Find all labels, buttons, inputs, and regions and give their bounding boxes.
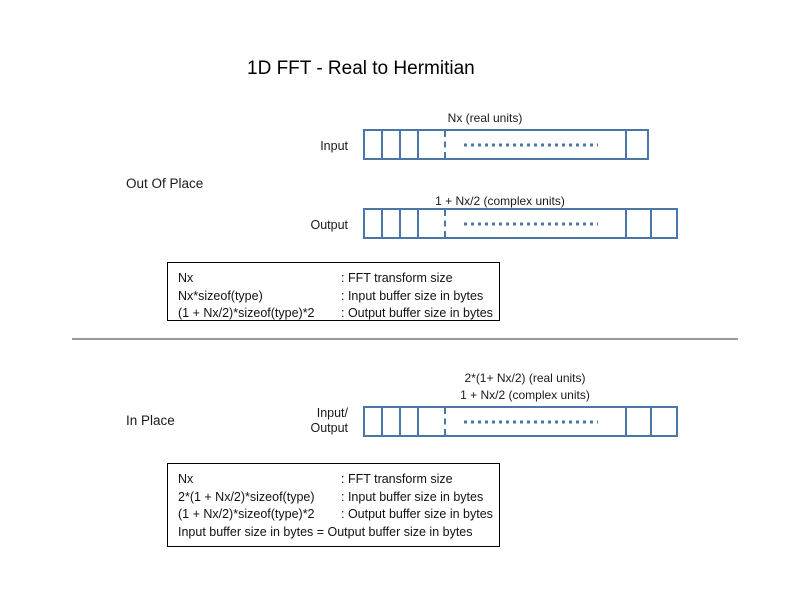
out-of-place-note-box: Nx : FFT transform size Nx*sizeof(type) … (167, 262, 500, 321)
input-buffer-caption: Nx (real units) (447, 111, 523, 125)
note-definition: : Output buffer size in bytes (341, 507, 493, 521)
cell-divider (399, 131, 401, 158)
note-line: (1 + Nx/2)*sizeof(type)*2 : Output buffe… (178, 305, 499, 323)
note-definition: : Output buffer size in bytes (341, 306, 493, 320)
cell-divider-dashed (444, 210, 446, 237)
output-buffer-caption: 1 + Nx/2 (complex units) (435, 194, 565, 208)
section-label-in-place: In Place (126, 413, 175, 428)
cell-divider (381, 131, 383, 158)
inplace-buffer-caption-complex: 1 + Nx/2 (complex units) (460, 388, 590, 402)
ellipsis-dots (464, 222, 598, 225)
cell-divider (625, 408, 627, 435)
note-term: Nx*sizeof(type) (178, 288, 263, 303)
inplace-row-label: Input/ Output (248, 406, 348, 436)
note-term: (1 + Nx/2)*sizeof(type)*2 (178, 507, 315, 521)
cell-divider (417, 408, 419, 435)
inplace-buffer-bar (363, 406, 678, 437)
cell-divider (381, 408, 383, 435)
output-buffer-bar (363, 208, 678, 239)
input-row-label: Input (320, 139, 348, 153)
inplace-row-label-line1: Input/ (316, 406, 348, 420)
note-line: 2*(1 + Nx/2)*sizeof(type) : Input buffer… (178, 489, 499, 507)
note-definition: : Input buffer size in bytes (341, 489, 484, 504)
note-definition: : Input buffer size in bytes (341, 288, 484, 303)
section-label-out-of-place: Out Of Place (126, 176, 204, 191)
in-place-note-box: Nx : FFT transform size 2*(1 + Nx/2)*siz… (167, 463, 500, 547)
note-definition: : FFT transform size (341, 472, 453, 486)
note-term: (1 + Nx/2)*sizeof(type)*2 (178, 306, 315, 320)
note-term: Nx (178, 271, 194, 285)
note-term: 2*(1 + Nx/2)*sizeof(type) (178, 489, 315, 504)
cell-divider (417, 131, 419, 158)
note-line: Nx : FFT transform size (178, 270, 499, 288)
cell-divider (399, 210, 401, 237)
cell-divider (381, 210, 383, 237)
ellipsis-dots (464, 420, 598, 423)
note-line: (1 + Nx/2)*sizeof(type)*2 : Output buffe… (178, 506, 499, 524)
cell-divider (625, 131, 627, 158)
note-definition: : FFT transform size (341, 271, 453, 285)
input-buffer-bar (363, 129, 649, 160)
note-line: Nx*sizeof(type) : Input buffer size in b… (178, 288, 499, 306)
cell-divider (650, 210, 652, 237)
section-separator (72, 338, 738, 340)
cell-divider-dashed (444, 408, 446, 435)
cell-divider (625, 210, 627, 237)
page-title: 1D FFT - Real to Hermitian (247, 58, 475, 79)
output-row-label: Output (310, 218, 348, 232)
cell-divider (417, 210, 419, 237)
cell-divider (399, 408, 401, 435)
cell-divider (650, 408, 652, 435)
note-equality: Input buffer size in bytes = Output buff… (178, 524, 473, 539)
inplace-buffer-caption-real: 2*(1+ Nx/2) (real units) (464, 371, 586, 385)
note-line: Input buffer size in bytes = Output buff… (178, 524, 499, 542)
ellipsis-dots (464, 143, 598, 146)
cell-divider-dashed (444, 131, 446, 158)
note-line: Nx : FFT transform size (178, 471, 499, 489)
inplace-row-label-line2: Output (310, 421, 348, 435)
note-term: Nx (178, 472, 194, 486)
